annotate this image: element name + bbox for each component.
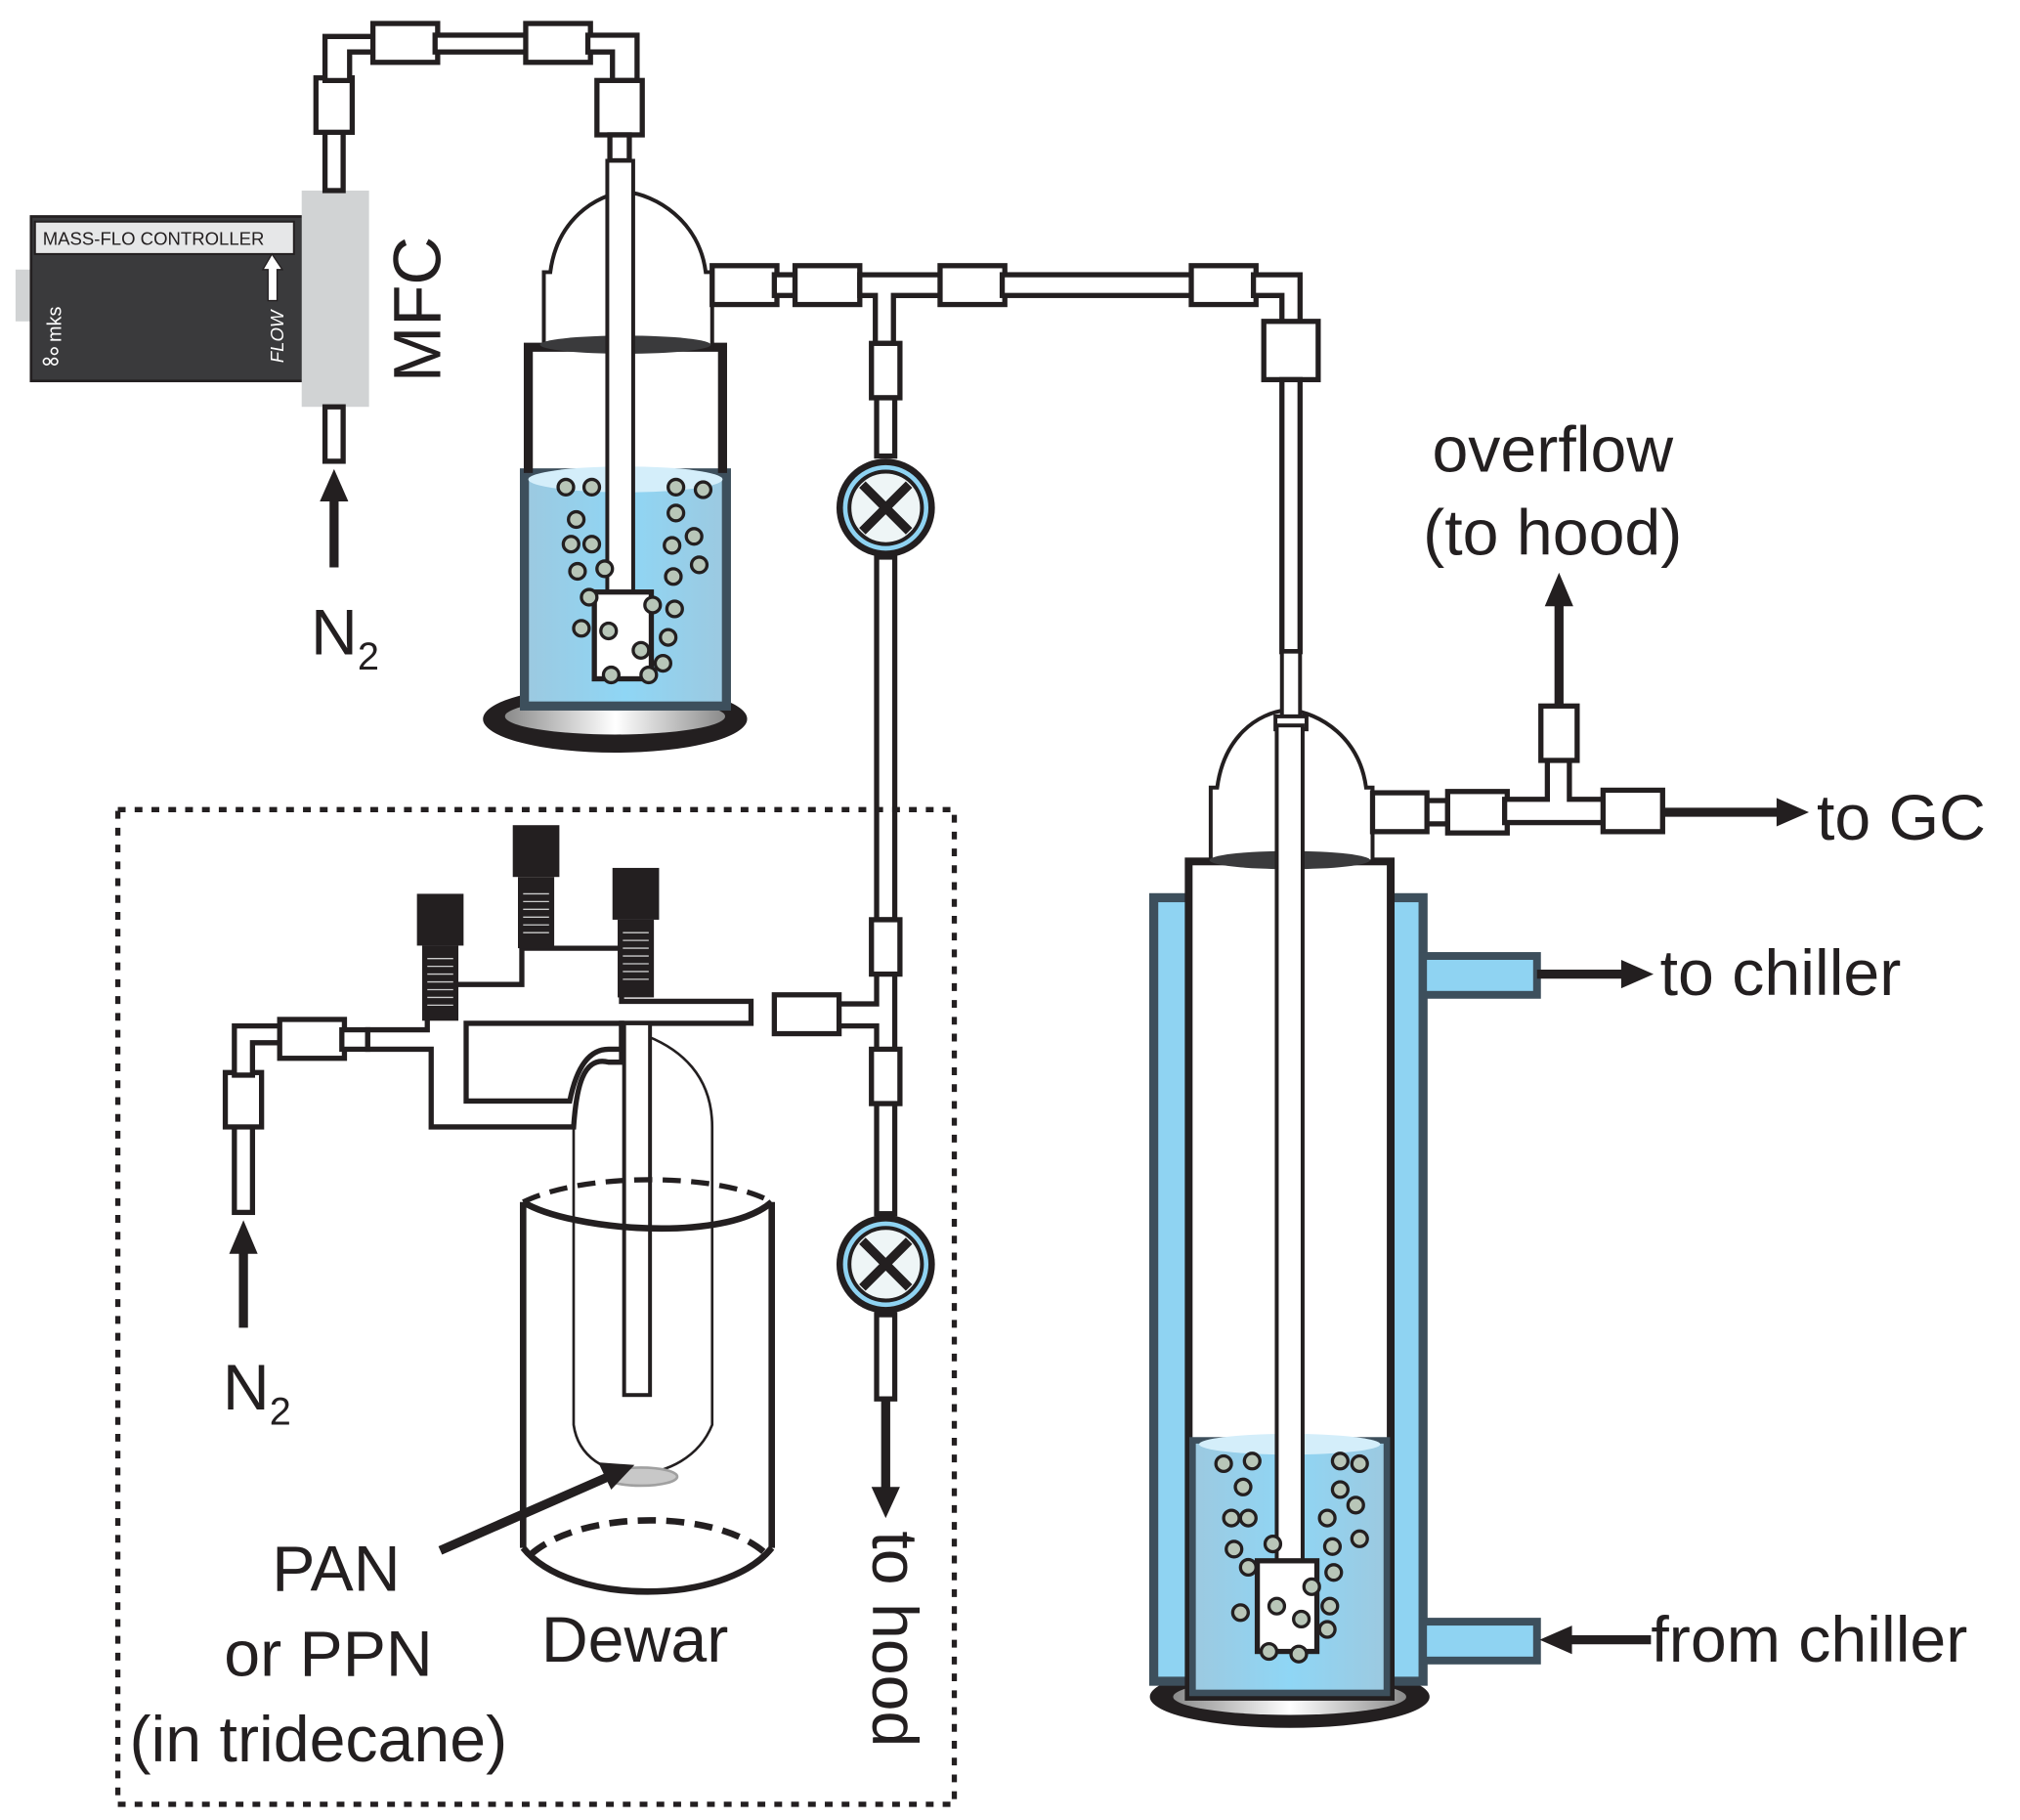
pan-label-line1: PAN <box>272 1533 400 1605</box>
to-hood-label: to hood <box>858 1531 930 1747</box>
mks-dot-icon <box>42 357 51 366</box>
n2-inlet-arrow-bottom <box>229 1220 258 1328</box>
mfc-short-label: MFC <box>380 237 455 382</box>
to-chiller-label: to chiller <box>1660 937 1902 1010</box>
from-chiller-arrow <box>1539 1625 1652 1655</box>
septum-cap-2[interactable] <box>512 825 560 949</box>
humidifier-bubbler <box>483 158 748 754</box>
overflow-label-line2: (to hood) <box>1423 497 1682 569</box>
mks-logo: mks <box>42 307 65 366</box>
flow-arrow-icon <box>261 252 284 302</box>
arrow-left-icon <box>1539 1625 1572 1655</box>
arrow-right-icon <box>1776 798 1810 827</box>
dip-tube <box>605 158 635 598</box>
pan-label-line2: or PPN <box>224 1619 433 1691</box>
mfc-brand: mks <box>44 307 65 342</box>
overflow-arrow <box>1544 572 1573 707</box>
source-flask <box>572 1034 714 1475</box>
mfc-side-tab <box>15 269 31 322</box>
pan-label-line3: (in tridecane) <box>129 1704 507 1776</box>
arrow-icon <box>598 1462 635 1490</box>
pan-pointer-arrow <box>438 1462 635 1555</box>
pan-source-vessel <box>222 825 776 1595</box>
mks-dot-icon <box>50 357 59 366</box>
shutoff-valve-lower[interactable] <box>836 1215 935 1314</box>
jacketed-outlet-tubing <box>1369 703 1665 836</box>
coolant-inlet-port <box>1419 1618 1541 1665</box>
to-gc-label: to GC <box>1817 782 1986 854</box>
mks-dot-icon <box>50 347 59 356</box>
vertical-line-tubing <box>869 340 903 923</box>
overflow-label-line1: overflow <box>1432 413 1673 486</box>
coolant-outlet-port <box>1419 952 1541 999</box>
source-dip-tube <box>622 1020 653 1398</box>
septum-cap-3[interactable] <box>612 867 660 998</box>
mass-flow-controller: MASS-FLO CONTROLLER mks FLOW MFC <box>15 190 455 408</box>
bubbler-outlet-tubing <box>709 263 1321 655</box>
dewar <box>519 1177 776 1595</box>
mfc-panel <box>33 220 295 255</box>
arrow-up-icon <box>229 1220 258 1254</box>
bubbles-upper <box>556 477 713 685</box>
dewar-label: Dewar <box>541 1604 728 1676</box>
valve-x-icon <box>859 1237 913 1291</box>
n2-label-bottom: N2 <box>223 1352 291 1434</box>
source-outlet-tubing <box>771 917 903 1402</box>
mfc-block <box>301 190 369 408</box>
dip-tube <box>1279 649 1303 718</box>
mfc-panel-label: MASS-FLO CONTROLLER <box>43 229 265 249</box>
mfc-flow-label: FLOW <box>267 309 287 363</box>
arrow-up-icon <box>320 468 349 501</box>
frit <box>1254 1558 1320 1655</box>
to-chiller-arrow <box>1536 960 1655 989</box>
arrow-down-icon <box>871 1487 900 1519</box>
shutoff-valve-upper[interactable] <box>836 458 935 557</box>
n2-inlet-arrow-top <box>320 468 349 568</box>
mfc-inlet-tube <box>322 404 346 464</box>
arrow-up-icon <box>1544 572 1573 607</box>
septum-cap-1[interactable] <box>416 893 464 1021</box>
to-gc-arrow <box>1662 798 1810 827</box>
valve-x-icon <box>859 481 913 535</box>
jacketed-bubbler <box>1148 649 1541 1728</box>
bubbles-lower <box>1214 1452 1369 1664</box>
arrow-right-icon <box>1620 960 1655 989</box>
to-hood-arrow <box>871 1399 900 1519</box>
n2-label-top: N2 <box>311 596 379 678</box>
from-chiller-label: from chiller <box>1651 1604 1967 1676</box>
mfc-to-bubbler-tubing <box>313 21 645 194</box>
